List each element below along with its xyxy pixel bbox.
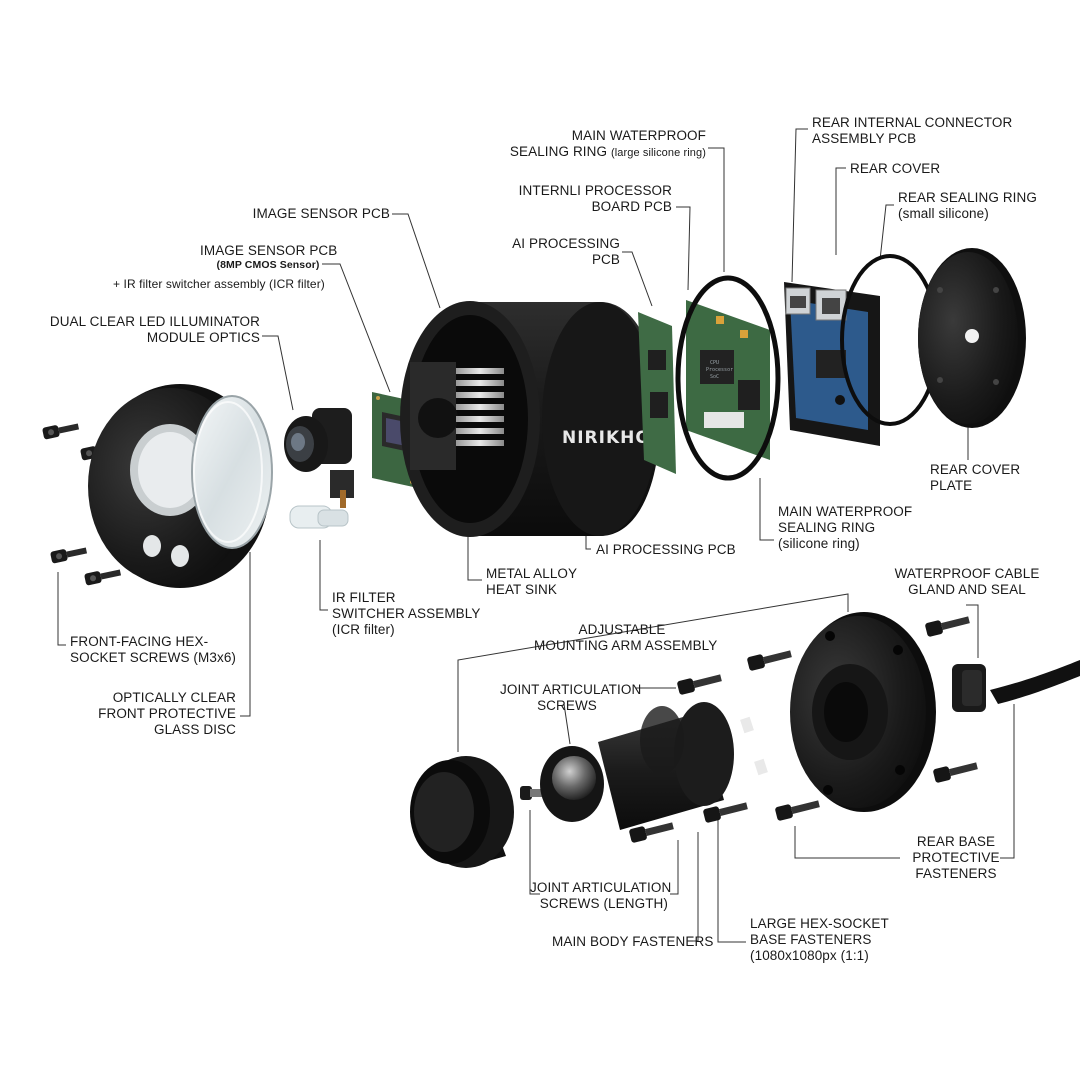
leader-lines bbox=[57, 128, 1015, 943]
label-ai-processing-bottom: AI PROCESSING PCB bbox=[596, 542, 736, 557]
main-housing: NIRIKHON bbox=[400, 301, 666, 537]
label-ir-switcher-note: + IR filter switcher assembly (ICR filte… bbox=[113, 277, 325, 291]
label-ai-processing-top: AI PROCESSING PCB bbox=[512, 236, 620, 267]
leader-joint-screws-2 bbox=[563, 703, 571, 745]
mount-cup bbox=[410, 756, 514, 868]
leader-ai-processing-top bbox=[622, 251, 653, 307]
leader-rear-connector bbox=[791, 128, 808, 283]
leader-ir-filter bbox=[319, 540, 328, 611]
label-ir-filter: IR FILTER SWITCHER ASSEMBLY (ICR filter) bbox=[332, 590, 481, 637]
label-image-sensor-pcb-top: IMAGE SENSOR PCB bbox=[252, 206, 390, 221]
label-led-module: DUAL CLEAR LED ILLUMINATOR MODULE OPTICS bbox=[49, 314, 260, 345]
label-internal-processor: INTERNLI PROCESSOR BOARD PCB bbox=[518, 183, 672, 214]
leader-glass-disc bbox=[240, 552, 251, 717]
label-mounting-arm: ADJUSTABLE MOUNTING ARM ASSEMBLY bbox=[534, 622, 718, 653]
label-large-hex: LARGE HEX-SOCKET BASE FASTENERS (1080x10… bbox=[750, 916, 889, 963]
label-heat-sink: METAL ALLOY HEAT SINK bbox=[486, 566, 578, 597]
leader-cable-gland bbox=[966, 604, 979, 658]
leader-image-sensor bbox=[322, 263, 391, 393]
label-rear-cover-plate: REAR COVER PLATE bbox=[930, 462, 1021, 493]
label-cable-gland: WATERPROOF CABLE GLAND AND SEAL bbox=[894, 566, 1040, 597]
chip-text-1: CPU bbox=[710, 360, 719, 366]
mount-screws bbox=[629, 616, 978, 843]
chip-text-2: Processor bbox=[706, 367, 733, 373]
label-rear-cover: REAR COVER bbox=[850, 161, 941, 176]
leader-image-sensor-top bbox=[392, 213, 441, 309]
label-joint-screws-length: JOINT ARTICULATION SCREWS (LENGTH) bbox=[530, 880, 672, 911]
label-joint-screws: JOINT ARTICULATION SCREWS bbox=[500, 682, 642, 713]
label-rear-sealing: REAR SEALING RING (small silicone) bbox=[898, 190, 1037, 221]
joint-screw-small bbox=[520, 786, 542, 800]
lens-module bbox=[284, 408, 354, 508]
leader-led-module bbox=[262, 335, 294, 411]
label-main-body-fasteners: MAIN BODY FASTENERS bbox=[552, 934, 714, 949]
label-main-ring-top: MAIN WATERPROOF SEALING RING (large sili… bbox=[509, 128, 706, 159]
leader-rear-sealing bbox=[879, 204, 894, 261]
label-main-ring-bottom: MAIN WATERPROOF SEALING RING (silicone r… bbox=[778, 504, 913, 551]
cable-gland bbox=[952, 660, 1080, 712]
rear-connector-assembly bbox=[784, 282, 880, 446]
label-front-screws: FRONT-FACING HEX- SOCKET SCREWS (M3x6) bbox=[70, 634, 237, 665]
main-sealing-ring bbox=[675, 275, 781, 481]
brand-logo: NIRIKHON bbox=[562, 428, 666, 448]
leader-main-body-fasteners bbox=[690, 832, 699, 942]
chip-text-3: SoC bbox=[710, 374, 719, 380]
leader-heat-sink bbox=[467, 535, 482, 581]
leader-joint-screws-length bbox=[529, 810, 540, 895]
leader-main-ring-top bbox=[708, 147, 725, 272]
ir-filter-led-lens bbox=[289, 505, 349, 529]
heat-sink-fins bbox=[456, 368, 504, 446]
processor-pcb-board: CPU Processor SoC bbox=[686, 300, 770, 460]
label-glass-disc: OPTICALLY CLEAR FRONT PROTECTIVE GLASS D… bbox=[98, 690, 236, 737]
leader-joint-screws-length-2 bbox=[670, 840, 679, 895]
leader-large-hex bbox=[717, 820, 746, 943]
leader-main-ring-bottom bbox=[759, 478, 774, 541]
label-rear-connector: REAR INTERNAL CONNECTOR ASSEMBLY PCB bbox=[812, 115, 1013, 146]
leader-rear-cover bbox=[835, 167, 846, 255]
leader-rear-base-2 bbox=[1000, 704, 1015, 859]
leader-mounting-arm bbox=[457, 593, 849, 752]
leader-rear-base bbox=[794, 826, 900, 859]
leader-front-screws bbox=[57, 572, 66, 646]
label-rear-base: REAR BASE PROTECTIVE FASTENERS bbox=[912, 834, 1000, 881]
label-image-sensor-pcb: IMAGE SENSOR PCB (8MP CMOS Sensor) bbox=[200, 243, 338, 271]
mount-base-plate bbox=[790, 612, 936, 812]
ai-processing-pcb-board bbox=[638, 312, 676, 474]
rear-cover-plate bbox=[918, 248, 1026, 428]
front-glass-disc bbox=[191, 395, 273, 549]
mount-arm bbox=[540, 702, 768, 830]
leader-internal-processor bbox=[676, 206, 691, 291]
